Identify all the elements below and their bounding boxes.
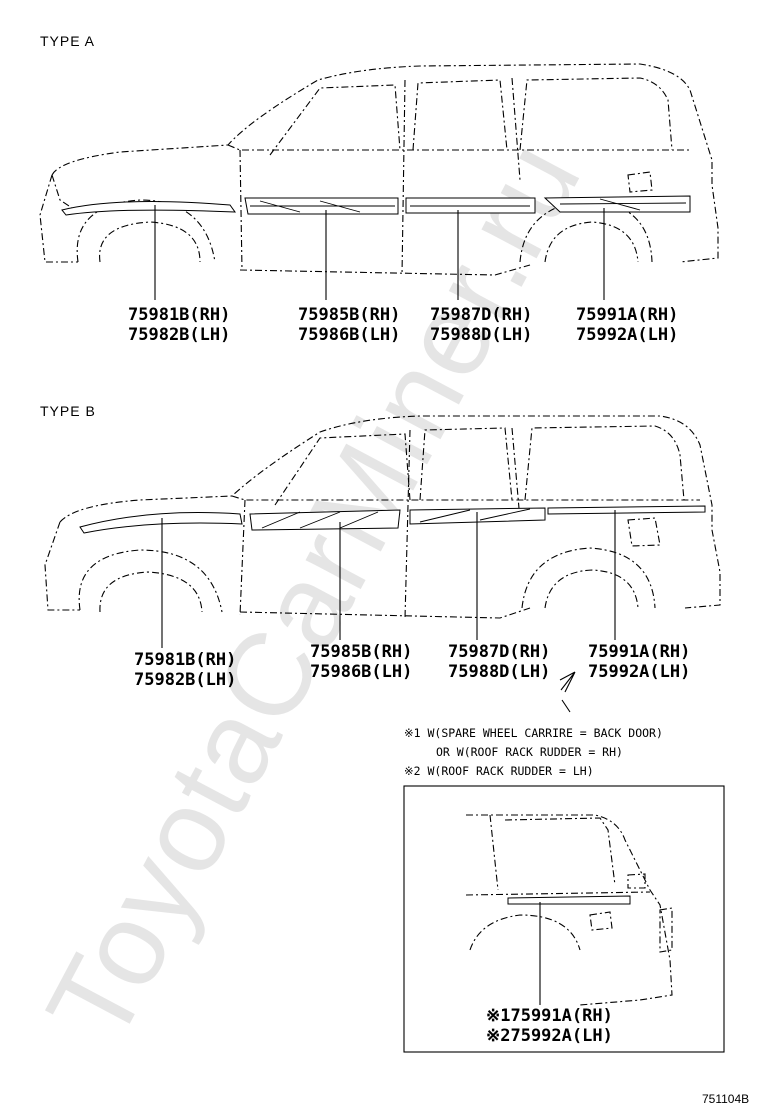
part-number-lh: 75992A(LH) — [576, 325, 679, 345]
part-number-lh: 75982B(LH) — [128, 325, 231, 345]
type-b-part-label-4: 75991A(RH) 75992A(LH) — [588, 642, 690, 682]
detail-part-label: ※175991A(RH) ※275992A(LH) — [486, 1006, 613, 1046]
note-line-2: OR W(ROOF RACK RUDDER = RH) — [436, 745, 623, 759]
detail-box — [403, 785, 725, 1053]
type-a-part-label-4: 75991A(RH) 75992A(LH) — [576, 305, 678, 345]
note-line-3: ※2 W(ROOF RACK RUDDER = LH) — [404, 764, 594, 778]
note-line-1: ※1 W(SPARE WHEEL CARRIRE = BACK DOOR) — [404, 726, 663, 740]
type-b-part-label-1: 75981B(RH) 75982B(LH) — [134, 650, 236, 690]
type-a-part-label-1: 75981B(RH) 75982B(LH) — [128, 305, 230, 345]
type-b-car — [44, 415, 721, 713]
detail-part-number-rh: ※175991A(RH) — [486, 1006, 613, 1026]
part-number-lh: 75982B(LH) — [134, 670, 237, 690]
part-number-rh: 75981B(RH) — [128, 305, 231, 325]
part-number-lh: 75992A(LH) — [588, 662, 691, 682]
part-number-rh: 75987D(RH) — [430, 305, 533, 325]
part-number-lh: 75988D(LH) — [430, 325, 533, 345]
type-a-part-label-2: 75985B(RH) 75986B(LH) — [298, 305, 400, 345]
part-number-rh: 75985B(RH) — [298, 305, 401, 325]
type-b-part-label-2: 75985B(RH) 75986B(LH) — [310, 642, 412, 682]
detail-part-number-lh: ※275992A(LH) — [486, 1026, 613, 1046]
part-number-rh: 75987D(RH) — [448, 642, 551, 662]
diagram-code: 751104B — [702, 1092, 750, 1106]
part-number-lh: 75988D(LH) — [448, 662, 551, 682]
part-number-lh: 75986B(LH) — [310, 662, 413, 682]
part-number-rh: 75981B(RH) — [134, 650, 237, 670]
type-b-part-label-3: 75987D(RH) 75988D(LH) — [448, 642, 550, 682]
type-a-car — [39, 63, 719, 300]
part-number-lh: 75986B(LH) — [298, 325, 401, 345]
part-number-rh: 75985B(RH) — [310, 642, 413, 662]
type-a-title: TYPE A — [40, 33, 96, 49]
part-number-rh: 75991A(RH) — [588, 642, 691, 662]
part-number-rh: 75991A(RH) — [576, 305, 679, 325]
type-b-title: TYPE B — [40, 403, 96, 419]
type-a-part-label-3: 75987D(RH) 75988D(LH) — [430, 305, 532, 345]
